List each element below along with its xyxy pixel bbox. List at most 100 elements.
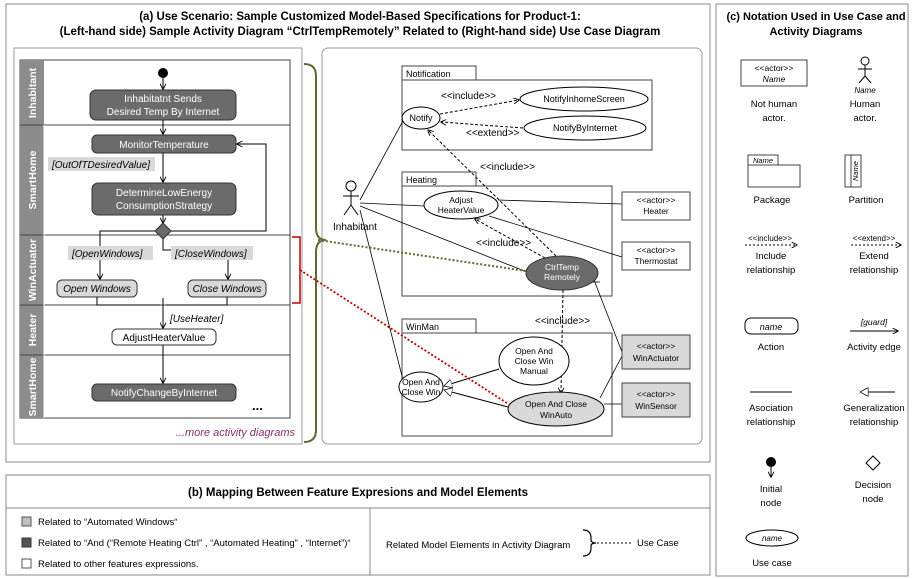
- legend-other-features: Related to other features expressions.: [38, 559, 199, 570]
- panel-c-frame: [715, 3, 909, 577]
- notation-include-l1: Include: [756, 251, 787, 262]
- notation-not-human-l1: Not human: [751, 99, 797, 110]
- include-label-1: <<include>>: [441, 91, 496, 102]
- notation-partition-label: Partition: [849, 195, 884, 206]
- guard-close-windows: [CloseWindows]: [174, 249, 247, 260]
- actor-heater: [621, 191, 691, 221]
- notation-decision-l2: node: [862, 494, 883, 505]
- legend-automated-windows: Related to “Automated Windows“: [38, 517, 177, 528]
- usecase-open-close: [398, 371, 444, 403]
- legend-swatch-dark: [21, 537, 32, 548]
- inhabitant-label: Inhabitant: [333, 222, 377, 233]
- notation-usecase-name: name: [762, 534, 783, 543]
- notation-actor-box: [740, 59, 808, 87]
- usecase-openclose-l2: Close Win: [402, 387, 441, 397]
- notation-extend-l2: relationship: [850, 265, 899, 276]
- usecase-openclose-l1: Open And: [402, 377, 440, 387]
- guard-open-windows-bg: [68, 246, 153, 260]
- actor-winsensor: [621, 382, 691, 418]
- include-label-4: <<include>>: [535, 316, 590, 327]
- action-determine-l1: DetermineLowEnergy: [116, 188, 212, 199]
- inhabitant-actor-icon: [343, 180, 359, 216]
- usecase-manual-l2: Close Win: [515, 356, 554, 366]
- action-monitor-temperature: [91, 134, 237, 154]
- notation-package-name: Name: [753, 156, 773, 165]
- guard-out-of-desired-bg: [48, 157, 155, 171]
- legend-swatch-white: [21, 558, 32, 569]
- notation-human-name: Name: [854, 86, 876, 95]
- actor-winactuator: [621, 334, 691, 370]
- legend-swatch-light: [21, 516, 32, 527]
- usecase-notify-byinternet: [523, 115, 647, 141]
- actor-winsensor-stereo: <<actor>>: [637, 389, 676, 399]
- usecase-ctrltemp-l1: CtrlTemp: [545, 262, 579, 272]
- notation-actor-name: Name: [763, 74, 786, 84]
- actor-heater-stereo: <<actor>>: [637, 195, 676, 205]
- action-monitor-temperature-label: MonitorTemperature: [119, 140, 209, 151]
- action-determine-strategy: [91, 182, 237, 216]
- partition-inhabitant: Inhabitant: [27, 67, 39, 118]
- partition-header-column: [20, 60, 44, 418]
- notation-include-tag: <<include>>: [748, 234, 792, 243]
- partition-smarthome: SmartHome: [27, 150, 39, 209]
- notation-actor-stereo: <<actor>>: [755, 63, 794, 73]
- notation-package-body: [747, 164, 801, 188]
- usecase-notify: [401, 106, 441, 130]
- usecase-open-close-auto: [507, 391, 605, 427]
- action-notify-change-label: NotifyChangeByInternet: [111, 388, 217, 399]
- notation-decision-l1: Decision: [855, 480, 891, 491]
- action-determine-l2: ConsumptionStrategy: [116, 201, 212, 212]
- action-adjust-heater: [111, 328, 217, 346]
- notation-decision-node: [865, 455, 881, 471]
- actor-winactuator-stereo: <<actor>>: [637, 341, 676, 351]
- partition-heater: Heater: [27, 314, 39, 347]
- panel-c-title-2: Activity Diagrams: [770, 26, 863, 38]
- include-label-3: <<include>>: [480, 162, 535, 173]
- legend-remote-heating: Related to “And (“Remote Heating Ctrl” ,…: [38, 538, 351, 549]
- activity-ellipsis: ...: [252, 398, 263, 413]
- notation-initial-node: [766, 457, 776, 467]
- extend-label-1: <<extend>>: [466, 128, 520, 139]
- actor-thermostat: [621, 241, 691, 271]
- guard-open-windows: [OpenWindows]: [71, 249, 143, 260]
- guard-out-of-desired: [OutOfTDesiredValue]: [51, 160, 150, 171]
- more-activity-diagrams: ...more activity diagrams: [176, 427, 296, 439]
- mapping-bracket: [582, 529, 597, 557]
- notation-association-l2: relationship: [747, 417, 796, 428]
- package-notification-label: Notification: [406, 69, 451, 79]
- notation-package-label: Package: [754, 195, 791, 206]
- olive-connector: [317, 239, 527, 272]
- usecase-adjust-heater: [423, 190, 499, 220]
- package-heating-label: Heating: [406, 175, 437, 185]
- red-connector: [299, 269, 511, 406]
- usecase-auto-l1: Open And Close: [525, 399, 587, 409]
- notation-guard: [guard]: [860, 317, 888, 327]
- usecase-notify-label: Notify: [409, 113, 433, 123]
- panel-a-title-1: (a) Use Scenario: Sample Customized Mode…: [139, 11, 581, 23]
- olive-bracket: [303, 63, 327, 443]
- usecase-manual-l3: Manual: [520, 366, 548, 376]
- partition-smarthome-2: SmartHome: [27, 357, 39, 416]
- notation-activity-edge: Activity edge: [847, 342, 901, 353]
- action-open-windows-label: Open Windows: [63, 284, 131, 295]
- notation-human-l1: Human: [850, 99, 881, 110]
- panel-a-title-2: (Left-hand side) Sample Activity Diagram…: [60, 26, 661, 38]
- actor-thermostat-name: Thermostat: [635, 256, 679, 266]
- notation-initial-l2: node: [760, 498, 781, 509]
- action-sends-temp-l1: Inhabitatnt Sends: [124, 94, 202, 105]
- usecase-adjust-l1: Adjust: [449, 195, 473, 205]
- partition-winactuator: WinActuator: [27, 239, 39, 301]
- notation-usecase-label: Use case: [752, 558, 792, 569]
- initial-node: [158, 68, 168, 78]
- actor-winsensor-name: WinSensor: [635, 401, 677, 411]
- usecase-adjust-l2: HeaterValue: [438, 205, 485, 215]
- notation-partition: [844, 154, 862, 188]
- action-sends-temp-l2: Desired Temp By Internet: [107, 107, 220, 118]
- panel-b-title: (b) Mapping Between Feature Expresions a…: [188, 487, 528, 499]
- usecase-ctrltemp-l2: Remotely: [544, 272, 581, 282]
- guard-use-heater: [UseHeater]: [169, 314, 224, 325]
- panel-b-frame: [5, 474, 711, 576]
- actor-heater-name: Heater: [643, 206, 669, 216]
- guard-close-windows-bg: [171, 246, 253, 260]
